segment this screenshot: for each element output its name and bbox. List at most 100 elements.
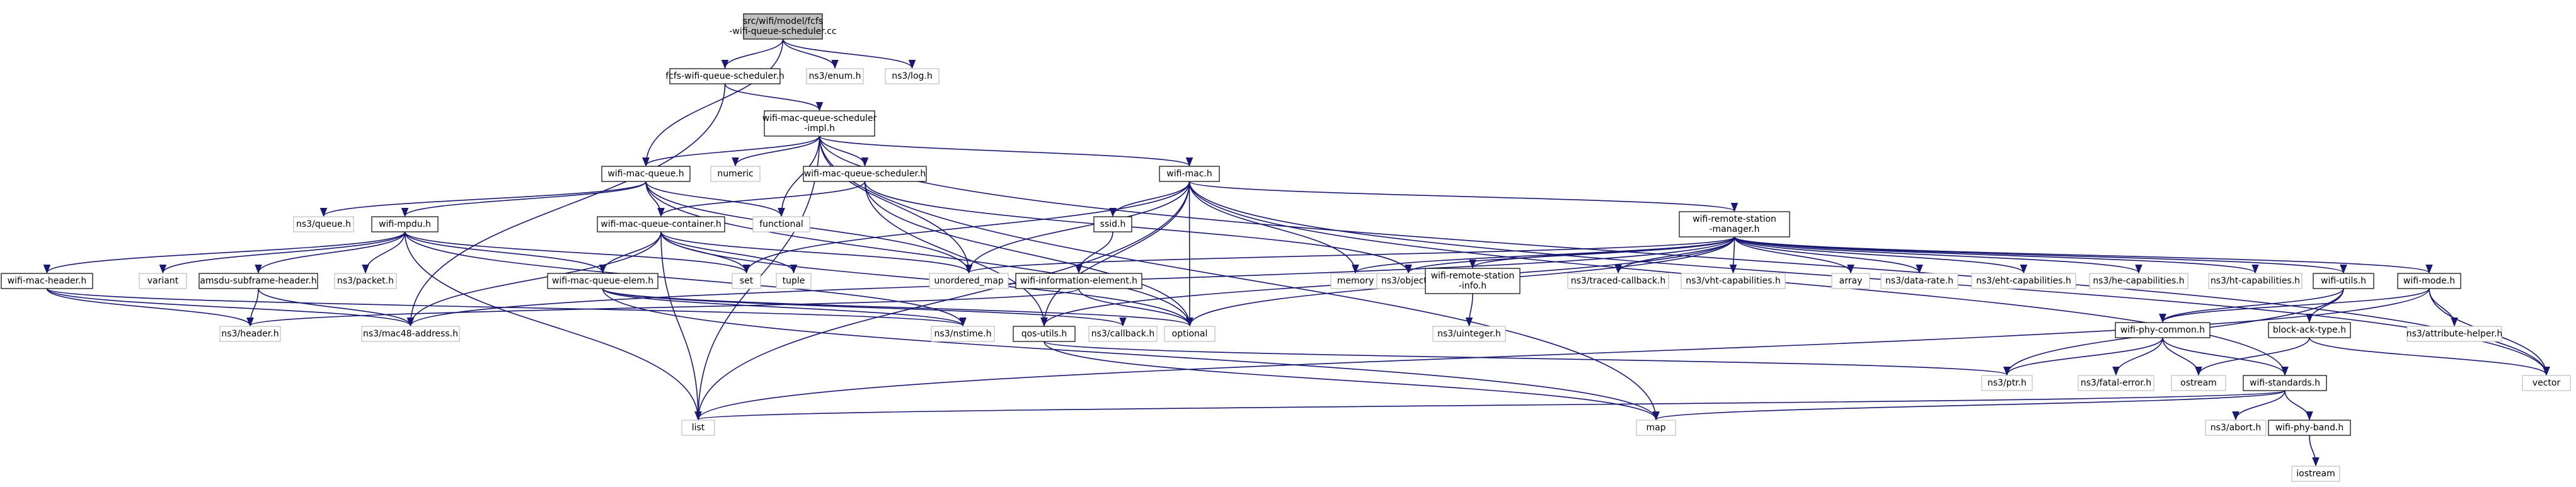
node-box-ns3-data-rate: [1880, 273, 1958, 289]
edge-wrsm-to-ns3-eht: [1734, 236, 2028, 274]
node-label-ns3-log-line-1: ns3/log.h: [892, 71, 932, 81]
node-label-wrsm-line-2: -manager.h: [1709, 224, 1759, 234]
node-wifi-mac[interactable]: wifi-mac.h: [1159, 166, 1220, 182]
node-box-ns3-attribute-helper: [2406, 326, 2502, 342]
edge-block-ack-type-to-ostream: [2195, 337, 2310, 376]
node-label-wmq-elem-line-1: wifi-mac-queue-elem.h: [552, 276, 653, 286]
edge-wmq-container-to-optional: [660, 231, 1193, 327]
node-amsdu[interactable]: amsdu-subframe-header.h: [198, 273, 318, 289]
node-label-vector-line-1: vector: [2533, 378, 2561, 388]
node-box-block-ack-type: [2268, 322, 2351, 338]
node-box-fcfs-h: [669, 68, 781, 84]
node-wrsm[interactable]: wifi-remote-station-manager.h: [1679, 211, 1790, 238]
edge-wifi-mac-to-wrsm: [1188, 181, 1738, 212]
node-wifi-mac-header[interactable]: wifi-mac-header.h: [1, 273, 93, 289]
node-qos-utils[interactable]: qos-utils.h: [1013, 326, 1076, 342]
edge-wmqs-impl-to-functional: [778, 135, 820, 217]
node-wie[interactable]: wifi-information-element.h: [1015, 273, 1142, 289]
node-box-ns3-abort: [2205, 420, 2267, 436]
node-label-ns3-traced-callback-line-1: ns3/traced-callback.h: [1571, 276, 1666, 286]
edge-wifi-mac-to-set: [742, 181, 1190, 274]
edge-root-to-fcfs-h: [721, 38, 784, 69]
node-wrsi[interactable]: wifi-remote-station-info.h: [1425, 268, 1521, 294]
node-label-ns3-uinteger-line-1: ns3/uinteger.h: [1437, 329, 1501, 339]
edge-wrsm-to-ns3-ht: [1734, 236, 2259, 274]
edge-wifi-mac-header-to-ns3-mac48: [46, 288, 415, 327]
edge-wmq-elem-to-optional: [602, 288, 1193, 327]
edge-wmqs-to-qos-utils: [864, 181, 1048, 327]
node-ssid[interactable]: ssid.h: [1093, 216, 1132, 232]
node-ns3-log: ns3/log.h: [885, 68, 940, 84]
edge-wmq-container-to-list: [660, 231, 702, 421]
node-box-amsdu: [198, 273, 318, 289]
node-box-wifi-mac-header: [1, 273, 93, 289]
node-box-ns3-mac48: [361, 326, 460, 342]
node-box-unordered-map: [929, 273, 1009, 289]
edge-wifi-phy-band-to-iostream: [2309, 435, 2320, 467]
node-box-ns3-queue: [293, 216, 354, 232]
edge-wifi-mpdu-to-wifi-mac-header: [43, 231, 406, 274]
edge-wmqs-impl-to-numeric: [732, 135, 820, 167]
node-box-ns3-enum: [806, 68, 864, 84]
node-ns3-packet: ns3/packet.h: [334, 273, 397, 289]
node-label-memory-line-1: memory: [1337, 276, 1374, 286]
edge-wifi-mac-queue-to-ns3-queue: [319, 181, 647, 217]
node-ns3-vht: ns3/vht-capabilities.h: [1681, 273, 1786, 289]
node-fcfs-h[interactable]: fcfs-wifi-queue-scheduler.h: [665, 68, 785, 84]
node-label-wifi-phy-common-line-1: wifi-phy-common.h: [2120, 325, 2205, 335]
node-set: set: [732, 273, 761, 289]
node-wifi-standards[interactable]: wifi-standards.h: [2243, 375, 2327, 391]
node-label-ns3-fatal-error-line-1: ns3/fatal-error.h: [2081, 378, 2151, 388]
node-wifi-mpdu[interactable]: wifi-mpdu.h: [371, 216, 439, 232]
node-label-ns3-mac48-line-1: ns3/mac48-address.h: [363, 329, 458, 339]
node-box-root: [743, 13, 823, 40]
node-wifi-utils[interactable]: wifi-utils.h: [2313, 273, 2374, 289]
edge-wifi-phy-common-to-ns3-fatal-error: [2112, 337, 2163, 376]
node-label-wrsm-line-1: wifi-remote-station: [1693, 214, 1776, 224]
edge-wifi-phy-common-to-wifi-standards: [2162, 337, 2289, 376]
node-root[interactable]: src/wifi/model/fcfs-wifi-queue-scheduler…: [729, 13, 837, 40]
node-box-optional: [1164, 326, 1216, 342]
node-box-wrsm: [1679, 211, 1790, 238]
node-label-wrsi-line-2: -info.h: [1459, 281, 1486, 291]
edge-wifi-mpdu-to-set: [404, 231, 750, 274]
node-wmq-elem[interactable]: wifi-mac-queue-elem.h: [547, 273, 658, 289]
node-label-block-ack-type-line-1: block-ack-type.h: [2273, 325, 2346, 335]
edge-block-ack-type-to-vector: [2309, 337, 2550, 376]
node-label-iostream-line-1: iostream: [2296, 469, 2335, 479]
node-wmqs[interactable]: wifi-mac-queue-scheduler.h: [803, 166, 927, 182]
node-iostream: iostream: [2291, 466, 2340, 482]
node-wifi-phy-band[interactable]: wifi-phy-band.h: [2268, 420, 2351, 436]
node-ns3-data-rate: ns3/data-rate.h: [1880, 273, 1958, 289]
node-box-wrsi: [1425, 268, 1521, 294]
node-wifi-mode[interactable]: wifi-mode.h: [2397, 273, 2461, 289]
node-ns3-uinteger: ns3/uinteger.h: [1432, 326, 1506, 342]
edge-wmqs-impl-to-wmqs: [819, 135, 869, 167]
node-label-qos-utils-line-1: qos-utils.h: [1021, 329, 1067, 339]
node-wifi-mac-queue[interactable]: wifi-mac-queue.h: [601, 166, 691, 182]
node-label-ns3-object-line-1: ns3/object.h: [1381, 276, 1435, 286]
node-label-wmq-container-line-1: wifi-mac-queue-container.h: [601, 219, 721, 229]
node-block-ack-type[interactable]: block-ack-type.h: [2268, 322, 2351, 338]
node-list: list: [681, 420, 715, 436]
node-box-wifi-mpdu: [371, 216, 439, 232]
node-wmq-container[interactable]: wifi-mac-queue-container.h: [597, 216, 725, 232]
node-label-numeric-line-1: numeric: [717, 169, 753, 179]
edge-wifi-mac-to-memory: [1188, 181, 1359, 274]
node-label-wifi-mac-line-1: wifi-mac.h: [1166, 169, 1212, 179]
node-variant: variant: [139, 273, 187, 289]
node-wifi-phy-common[interactable]: wifi-phy-common.h: [2115, 322, 2211, 338]
edge-wmqs-impl-to-wifi-mac: [819, 135, 1193, 167]
node-box-wmq-container: [597, 216, 725, 232]
edge-root-to-ns3-log: [782, 38, 916, 69]
edge-fcfs-h-to-ns3-mac48: [406, 83, 726, 327]
edge-wifi-mac-queue-to-functional: [645, 181, 785, 217]
edge-wifi-mode-to-ns3-attribute-helper: [2429, 288, 2458, 327]
node-wmqs-impl[interactable]: wifi-mac-queue-scheduler-impl.h: [762, 110, 877, 137]
node-label-fcfs-h-line-1: fcfs-wifi-queue-scheduler.h: [665, 71, 785, 81]
node-label-ns3-queue-line-1: ns3/queue.h: [296, 219, 351, 229]
edge-wifi-mac-to-unordered-map: [965, 181, 1190, 274]
edge-amsdu-to-ns3-header: [246, 288, 259, 327]
node-box-wifi-mac-queue: [601, 166, 691, 182]
node-label-ns3-packet-line-1: ns3/packet.h: [337, 276, 394, 286]
